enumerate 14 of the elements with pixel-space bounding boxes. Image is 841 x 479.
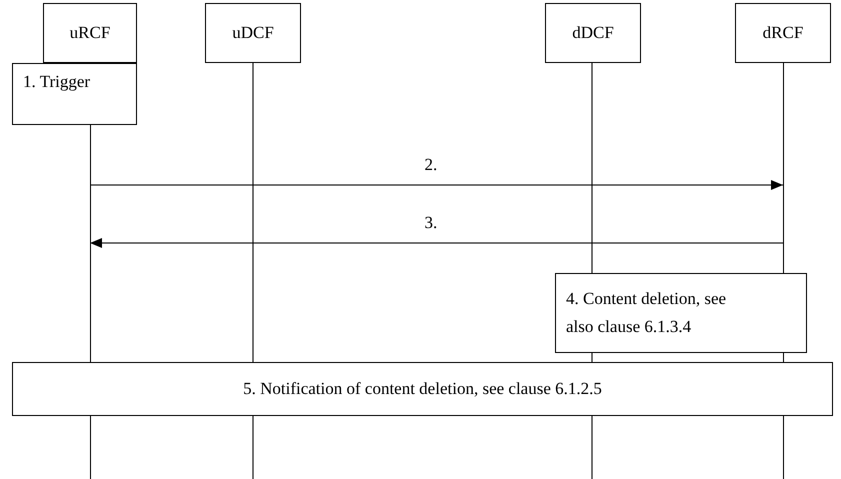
message-arrow — [90, 238, 784, 248]
participant-name: uDCF — [232, 23, 274, 43]
step-text: 1. Trigger — [23, 72, 90, 92]
message-arrow — [90, 180, 784, 190]
participant-box — [545, 3, 641, 63]
participant-name: uRCF — [70, 23, 110, 43]
step-text: 5. Notification of content deletion, see clause 6.1.2.5 — [243, 379, 602, 399]
process-box — [555, 273, 807, 353]
participant-box — [205, 3, 301, 63]
step-text: 4. Content deletion, see also clause 6.1.3.4 — [566, 288, 728, 338]
participant-name: dDCF — [572, 23, 614, 43]
process-box — [12, 362, 833, 416]
participant-name: dRCF — [762, 23, 804, 43]
process-box — [12, 63, 137, 125]
